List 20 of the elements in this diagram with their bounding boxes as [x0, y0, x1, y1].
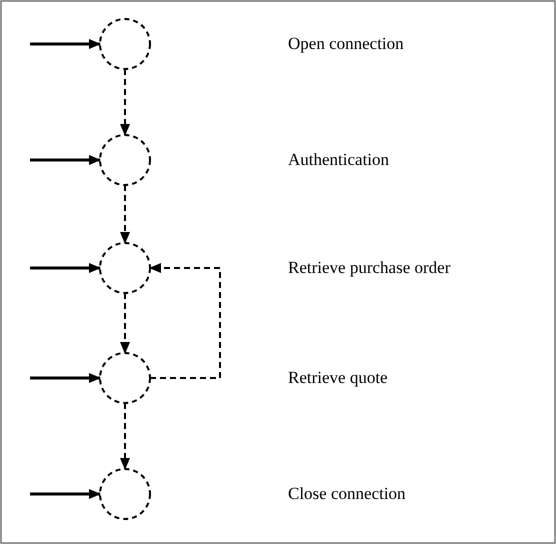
arrow	[120, 69, 130, 136]
step-label: Retrieve purchase order	[288, 258, 450, 278]
dashed-circle	[99, 134, 151, 186]
arrow	[120, 293, 130, 354]
dashed-circle	[99, 18, 151, 70]
step-label: Open connection	[288, 34, 404, 54]
step-label: Authentication	[288, 150, 390, 170]
arrow	[30, 155, 101, 165]
arrow	[30, 263, 101, 273]
arrow	[30, 489, 101, 499]
arrow	[30, 373, 101, 383]
step-label: Close connection	[288, 484, 406, 504]
arrow	[149, 263, 221, 379]
arrow	[120, 403, 130, 470]
dashed-circle	[99, 352, 151, 404]
step-label: Retrieve quote	[288, 368, 388, 388]
dashed-circle	[99, 242, 151, 294]
arrow	[120, 185, 130, 244]
arrow	[30, 39, 101, 49]
dashed-circle	[99, 468, 151, 520]
